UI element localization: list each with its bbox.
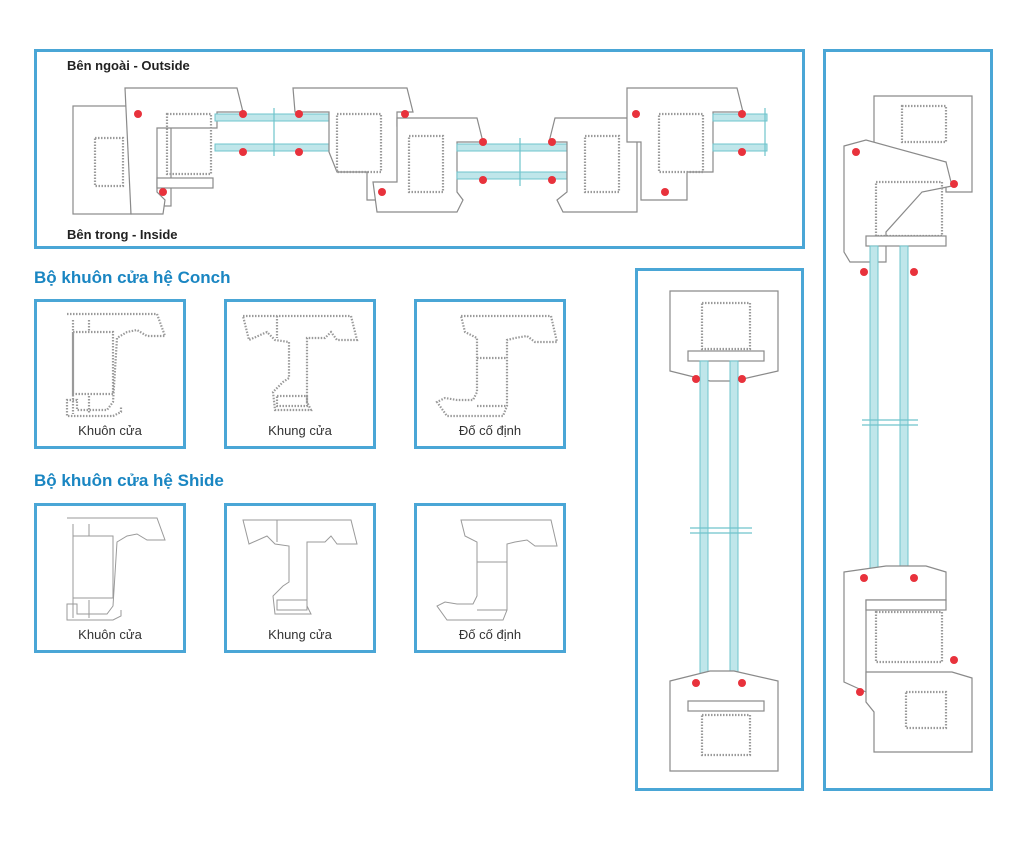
sash-profile (626, 87, 744, 201)
mullion-profile (548, 117, 638, 213)
profile-card: Khuôn cửa (34, 299, 186, 449)
fixed-window-section-panel (635, 268, 804, 791)
profile-caption: Đố cố định (458, 423, 522, 438)
mullion-profile-drawing (435, 314, 559, 418)
profile-caption: Khuôn cửa (78, 627, 142, 642)
sash-window-section-panel (823, 49, 993, 791)
frame-profile-drawing (66, 517, 166, 621)
glass-pane (456, 171, 578, 180)
glass-pane (456, 143, 578, 152)
profile-card: Khuôn cửa (34, 503, 186, 653)
profile-card: Đố cố định (414, 503, 566, 653)
glass-pane (729, 360, 739, 702)
horizontal-section-drawing (72, 87, 768, 215)
fixed-window-drawing (669, 290, 779, 772)
sash-profile-drawing (242, 519, 358, 615)
inside-label: Bên trong - Inside (67, 227, 178, 242)
section-title-shide: Bộ khuôn cửa hệ Shide (34, 471, 224, 490)
mullion-profile (372, 117, 484, 213)
outside-label: Bên ngoài - Outside (67, 58, 190, 73)
profile-caption: Đố cố định (458, 627, 522, 642)
section-title-conch: Bộ khuôn cửa hệ Conch (34, 268, 231, 287)
sash-profile-drawing (241, 314, 359, 412)
profile-caption: Khung cửa (268, 423, 332, 438)
profile-caption: Khung cửa (268, 627, 332, 642)
profile-card: Đố cố định (414, 299, 566, 449)
frame-profile-drawing (65, 312, 167, 418)
sash-window-drawing (843, 95, 973, 753)
profile-card: Khung cửa (224, 299, 376, 449)
profile-card: Khung cửa (224, 503, 376, 653)
mullion-profile-drawing (436, 519, 558, 621)
glass-pane (699, 360, 709, 702)
glass-pane (214, 143, 336, 152)
glass-pane (214, 113, 336, 122)
profile-caption: Khuôn cửa (78, 423, 142, 438)
horizontal-section-panel: Bên ngoài - Outside Bên trong - Inside (34, 49, 805, 249)
gasket-markers (134, 110, 746, 196)
